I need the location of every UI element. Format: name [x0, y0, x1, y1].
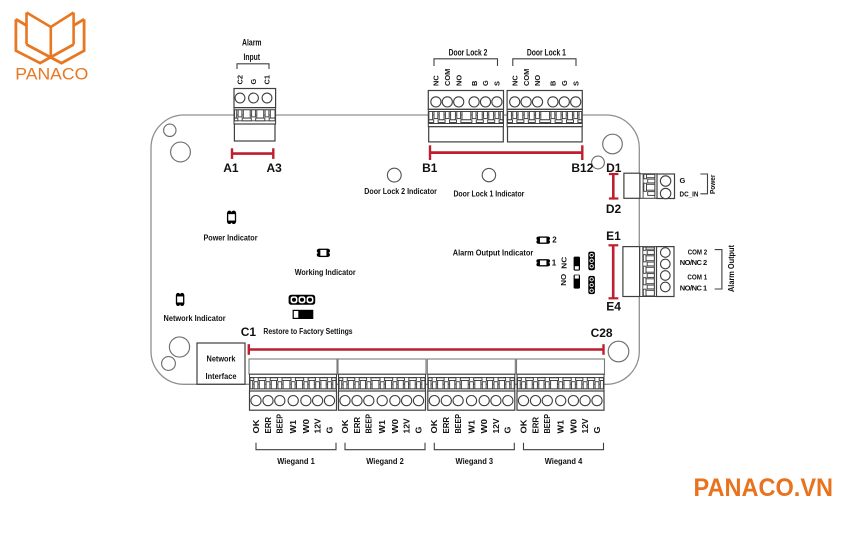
svg-text:G: G: [481, 80, 490, 86]
svg-text:COM 2: COM 2: [688, 248, 708, 257]
svg-text:Alarm: Alarm: [242, 38, 262, 48]
svg-text:E4: E4: [606, 299, 621, 313]
svg-text:BEEP: BEEP: [365, 413, 374, 433]
svg-text:C28: C28: [591, 326, 613, 340]
svg-text:Input: Input: [244, 52, 261, 62]
svg-text:COM 1: COM 1: [687, 272, 707, 281]
svg-text:Interface: Interface: [206, 372, 238, 381]
svg-text:OK: OK: [341, 419, 350, 433]
svg-text:Restore to Factory Settings: Restore to Factory Settings: [263, 327, 353, 336]
svg-text:DC_IN: DC_IN: [680, 190, 699, 199]
svg-text:C1: C1: [263, 75, 272, 84]
svg-text:G: G: [325, 427, 334, 434]
svg-text:PANACO.VN: PANACO.VN: [694, 474, 834, 502]
svg-text:W1: W1: [467, 419, 476, 433]
svg-text:W0: W0: [302, 418, 311, 433]
svg-text:C1: C1: [241, 325, 257, 339]
svg-text:Wiegand 3: Wiegand 3: [456, 456, 494, 466]
svg-text:BEEP: BEEP: [454, 413, 463, 433]
svg-text:S: S: [571, 81, 580, 86]
svg-text:Power: Power: [710, 174, 717, 194]
svg-text:W1: W1: [378, 419, 387, 433]
svg-text:Alarm Output: Alarm Output: [727, 245, 736, 292]
svg-text:D2: D2: [606, 202, 622, 216]
svg-text:G: G: [560, 80, 569, 86]
svg-text:A1: A1: [223, 161, 239, 175]
svg-text:Door Lock 2 Indicator: Door Lock 2 Indicator: [364, 187, 437, 196]
svg-text:OK: OK: [252, 419, 261, 433]
svg-text:NO/NC 2: NO/NC 2: [680, 258, 708, 267]
svg-text:12V: 12V: [314, 418, 323, 434]
svg-text:12V: 12V: [403, 418, 412, 434]
svg-text:Alarm Output Indicator: Alarm Output Indicator: [453, 248, 534, 257]
svg-text:12V: 12V: [581, 418, 590, 434]
svg-text:BEEP: BEEP: [276, 413, 285, 433]
svg-text:D1: D1: [606, 161, 622, 175]
svg-text:Wiegand 4: Wiegand 4: [545, 456, 583, 466]
svg-text:G: G: [414, 427, 423, 434]
svg-text:Network: Network: [207, 355, 236, 364]
svg-text:B1: B1: [422, 161, 438, 175]
svg-text:B: B: [549, 81, 558, 86]
svg-text:Power Indicator: Power Indicator: [204, 234, 258, 243]
svg-text:NC: NC: [559, 256, 568, 269]
svg-text:NO: NO: [533, 75, 542, 86]
svg-text:Door Lock 2: Door Lock 2: [449, 48, 488, 58]
svg-text:A3: A3: [267, 161, 283, 175]
svg-text:ERR: ERR: [264, 417, 273, 434]
svg-text:Door Lock 1 Indicator: Door Lock 1 Indicator: [453, 190, 524, 199]
svg-text:NC: NC: [510, 75, 519, 86]
svg-text:Wiegand 2: Wiegand 2: [366, 456, 404, 466]
svg-text:W0: W0: [569, 418, 578, 433]
svg-text:Network Indicator: Network Indicator: [164, 314, 226, 323]
svg-text:B: B: [470, 81, 479, 86]
svg-text:W0: W0: [391, 418, 400, 433]
svg-text:Working Indicator: Working Indicator: [295, 268, 356, 277]
svg-text:W1: W1: [289, 419, 298, 433]
svg-text:E1: E1: [606, 229, 621, 243]
svg-text:W1: W1: [557, 419, 566, 433]
svg-text:ERR: ERR: [353, 417, 362, 434]
svg-text:C2: C2: [236, 75, 245, 84]
svg-text:12V: 12V: [492, 418, 501, 434]
svg-text:1: 1: [552, 258, 557, 267]
svg-text:COM: COM: [522, 69, 531, 86]
svg-text:OK: OK: [430, 419, 439, 433]
svg-text:NO: NO: [559, 274, 568, 286]
svg-text:ERR: ERR: [442, 417, 451, 434]
svg-text:OK: OK: [519, 419, 528, 433]
svg-text:S: S: [493, 81, 502, 86]
svg-text:Door Lock 1: Door Lock 1: [527, 48, 566, 58]
svg-text:NC: NC: [432, 75, 441, 86]
svg-text:G: G: [504, 427, 513, 434]
svg-text:BEEP: BEEP: [543, 413, 552, 433]
svg-text:PANACO: PANACO: [15, 66, 88, 84]
svg-text:COM: COM: [443, 69, 452, 86]
svg-text:NO/NC 1: NO/NC 1: [680, 283, 708, 292]
svg-text:G: G: [593, 427, 602, 434]
svg-text:B12: B12: [571, 161, 593, 175]
svg-text:Wiegand 1: Wiegand 1: [277, 456, 315, 466]
svg-text:ERR: ERR: [531, 417, 540, 434]
svg-text:NO: NO: [454, 75, 463, 86]
svg-text:G: G: [680, 176, 686, 185]
svg-text:G: G: [249, 79, 258, 85]
svg-text:2: 2: [552, 235, 557, 244]
svg-text:W0: W0: [480, 418, 489, 433]
